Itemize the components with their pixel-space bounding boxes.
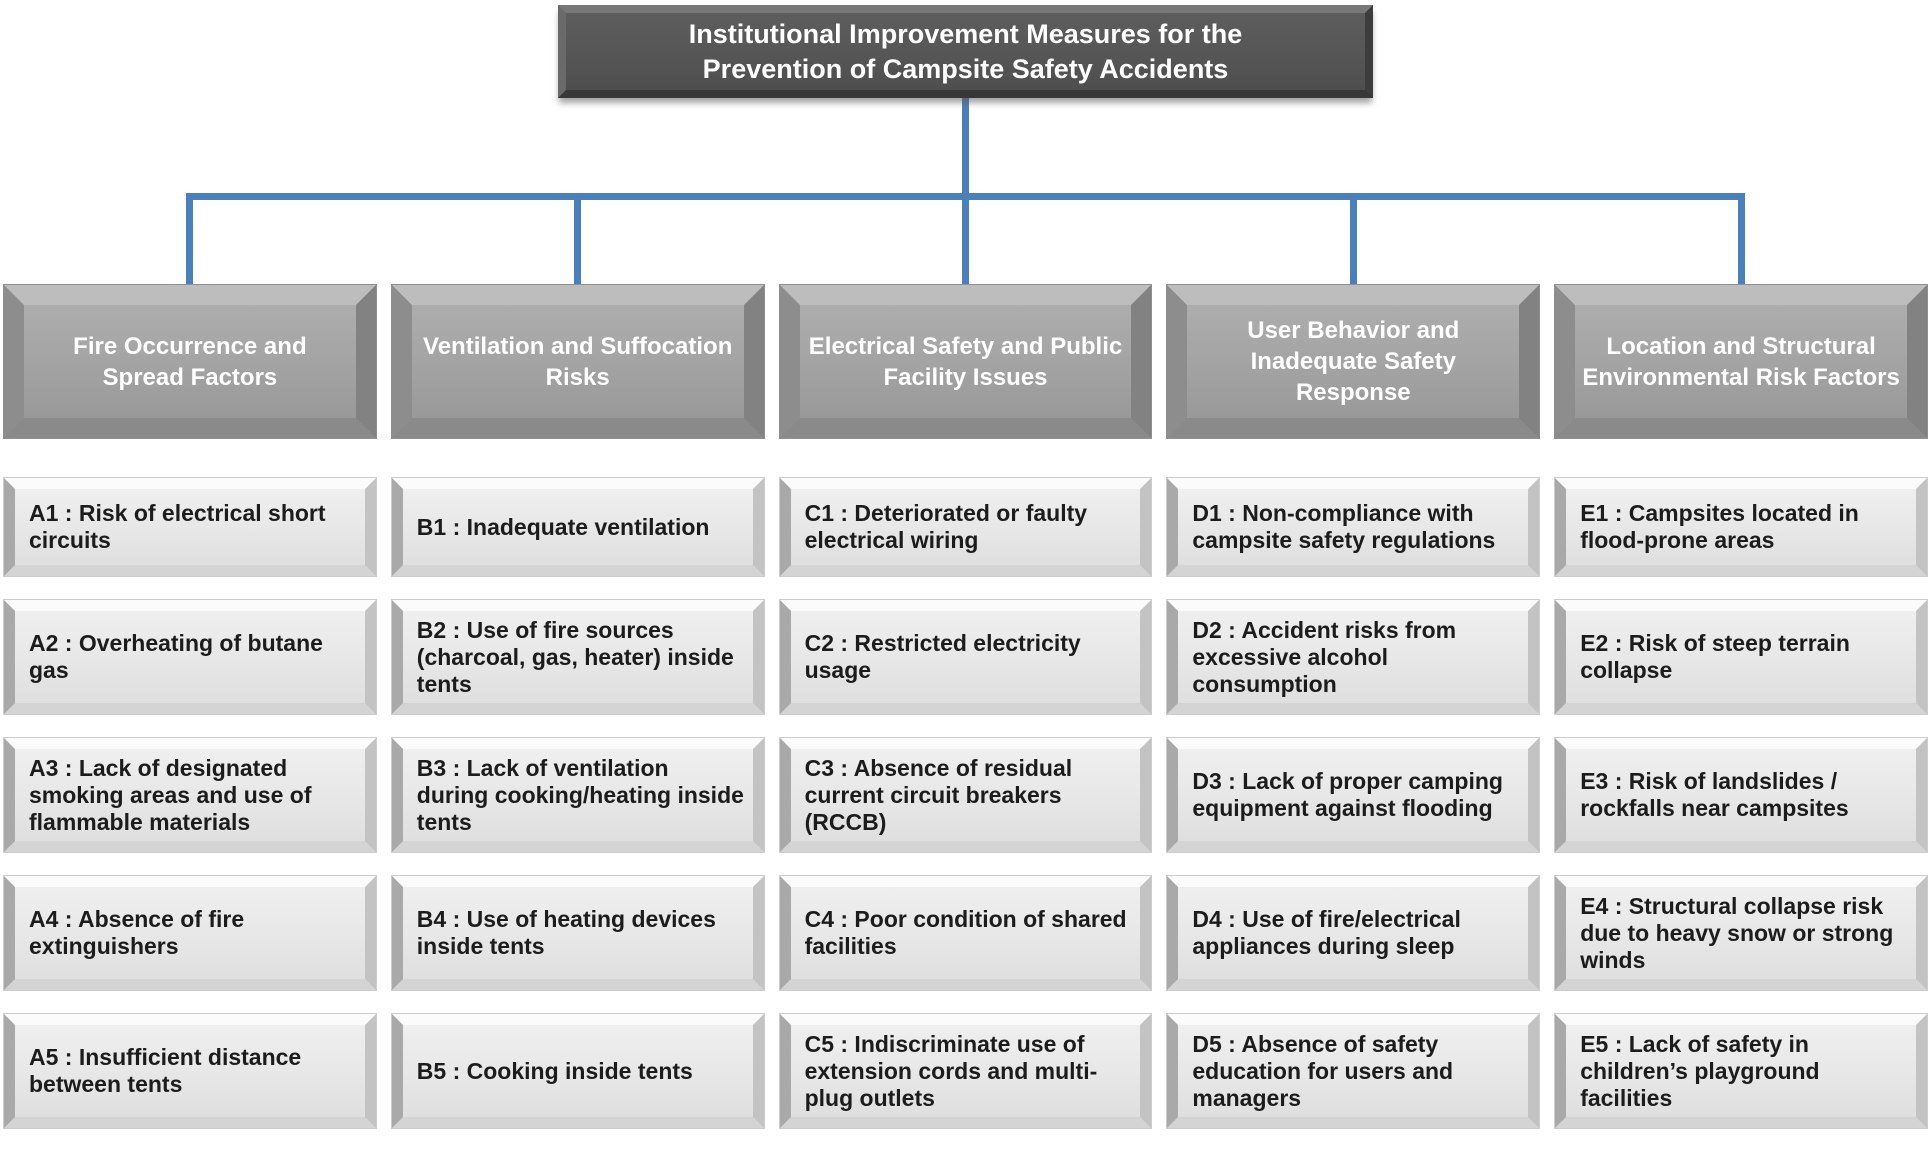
item-box-a5: A5 : Insufficient distance between tents <box>3 1013 377 1129</box>
item-box-e5: E5 : Lack of safety in children’s playgr… <box>1554 1013 1928 1129</box>
item-box-b1: B1 : Inadequate ventilation <box>390 477 765 577</box>
item-box-c1: C1 : Deteriorated or faulty electrical w… <box>778 477 1153 577</box>
item-box-b3: B3 : Lack of ventilation during cooking/… <box>390 737 765 853</box>
connector-drop-line-3 <box>962 193 969 286</box>
connector-drop-line-5 <box>1738 193 1745 286</box>
item-box-c4: C4 : Poor condition of shared facilities <box>778 875 1153 991</box>
item-box-d4: D4 : Use of fire/electrical appliances d… <box>1166 875 1541 991</box>
item-box-c2: C2 : Restricted electricity usage <box>778 599 1153 715</box>
item-box-e1: E1 : Campsites located in flood-prone ar… <box>1554 477 1928 577</box>
connector-drop-line-2 <box>574 193 581 286</box>
item-box-a4: A4 : Absence of fire extinguishers <box>3 875 377 991</box>
item-box-a3: A3 : Lack of designated smoking areas an… <box>3 737 377 853</box>
diagram-title: Institutional Improvement Measures for t… <box>558 5 1373 98</box>
item-box-c3: C3 : Absence of residual current circuit… <box>778 737 1153 853</box>
item-box-d5: D5 : Absence of safety education for use… <box>1166 1013 1541 1129</box>
item-box-d2: D2 : Accident risks from excessive alcoh… <box>1166 599 1541 715</box>
item-box-e3: E3 : Risk of landslides / rockfalls near… <box>1554 737 1928 853</box>
item-box-d1: D1 : Non-compliance with campsite safety… <box>1166 477 1541 577</box>
category-header-fire: Fire Occurrence and Spread Factors <box>3 284 377 439</box>
item-box-a1: A1 : Risk of electrical short circuits <box>3 477 377 577</box>
connector-stem-line <box>962 97 969 197</box>
item-box-e4: E4 : Structural collapse risk due to hea… <box>1554 875 1928 991</box>
item-box-b2: B2 : Use of fire sources (charcoal, gas,… <box>390 599 765 715</box>
item-box-b5: B5 : Cooking inside tents <box>390 1013 765 1129</box>
item-box-a2: A2 : Overheating of butane gas <box>3 599 377 715</box>
category-header-electrical: Electrical Safety and Public Facility Is… <box>778 284 1153 439</box>
connector-drop-line-4 <box>1350 193 1357 286</box>
category-header-location: Location and Structural Environmental Ri… <box>1554 284 1928 439</box>
item-box-d3: D3 : Lack of proper camping equipment ag… <box>1166 737 1541 853</box>
item-box-b4: B4 : Use of heating devices inside tents <box>390 875 765 991</box>
diagram-grid: Fire Occurrence and Spread Factors Venti… <box>3 284 1928 1129</box>
category-header-behavior: User Behavior and Inadequate Safety Resp… <box>1166 284 1541 439</box>
category-header-ventilation: Ventilation and Suffocation Risks <box>390 284 765 439</box>
item-box-c5: C5 : Indiscriminate use of extension cor… <box>778 1013 1153 1129</box>
connector-drop-line-1 <box>186 193 193 286</box>
item-box-e2: E2 : Risk of steep terrain collapse <box>1554 599 1928 715</box>
